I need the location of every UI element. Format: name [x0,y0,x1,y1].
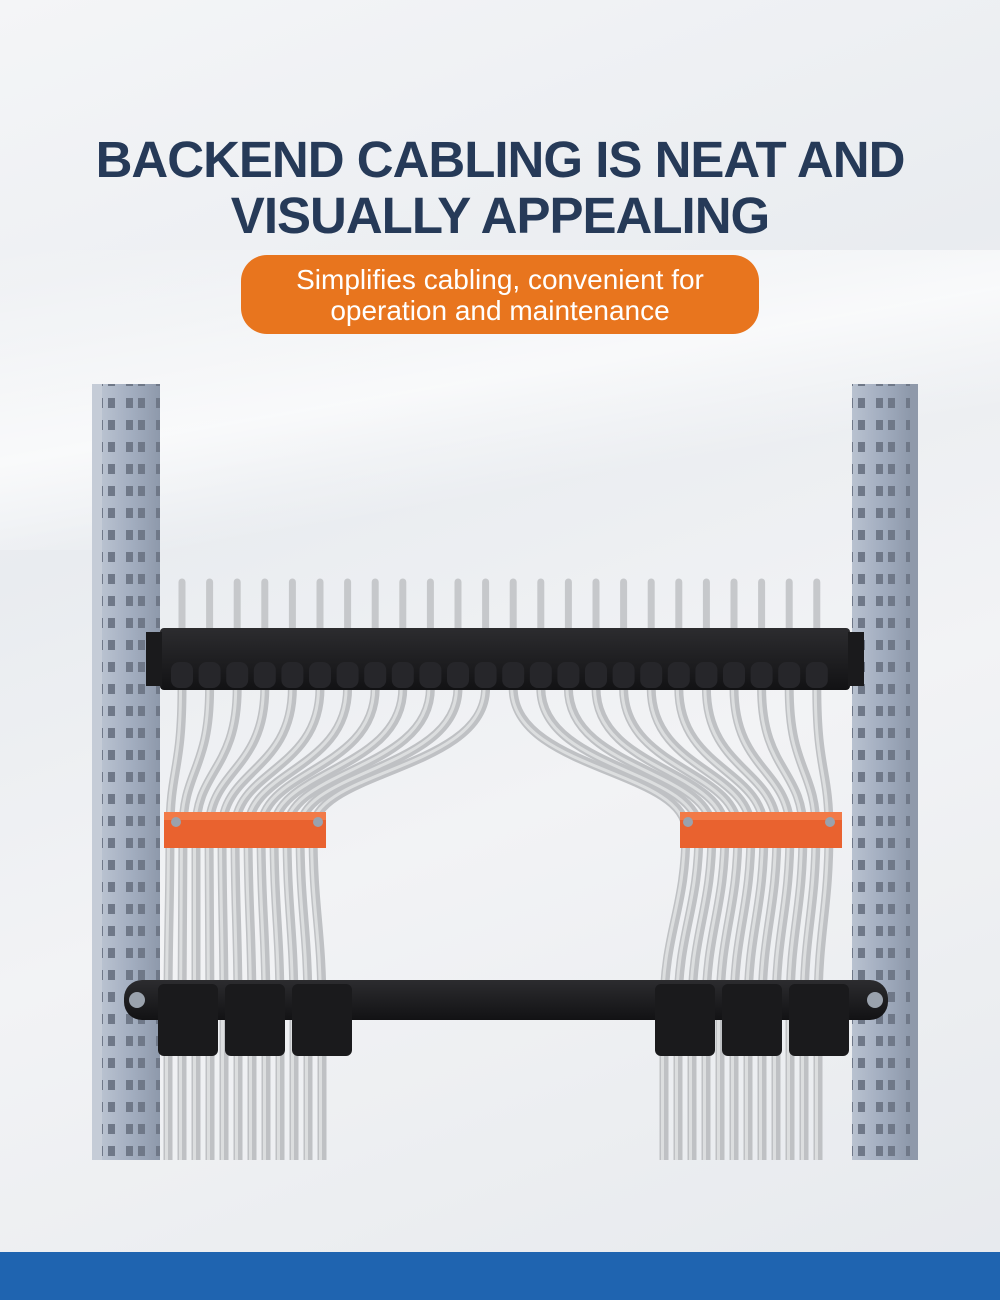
bottom-cable-management-bar [124,980,888,1056]
feature-badge-line-2: operation and maintenance [330,294,670,326]
rack-rail-right [852,384,918,1160]
footer-accent-bar [0,1252,1000,1300]
page-title-line-1: BACKEND CABLING IS NEAT AND [95,131,906,188]
orange-clip-left [164,812,326,848]
rack-cable-management-illustration [92,384,918,1160]
rack-rail-left [92,384,160,1160]
page-title: BACKEND CABLING IS NEAT AND VISUALLY APP… [0,132,1000,244]
feature-badge: Simplifies cabling, convenient for opera… [241,255,759,334]
page-title-line-2: VISUALLY APPEALING [230,187,770,244]
feature-badge-line-1: Simplifies cabling, convenient for [296,263,704,295]
orange-clip-right [680,812,842,848]
top-cable-management-bar [146,628,864,690]
